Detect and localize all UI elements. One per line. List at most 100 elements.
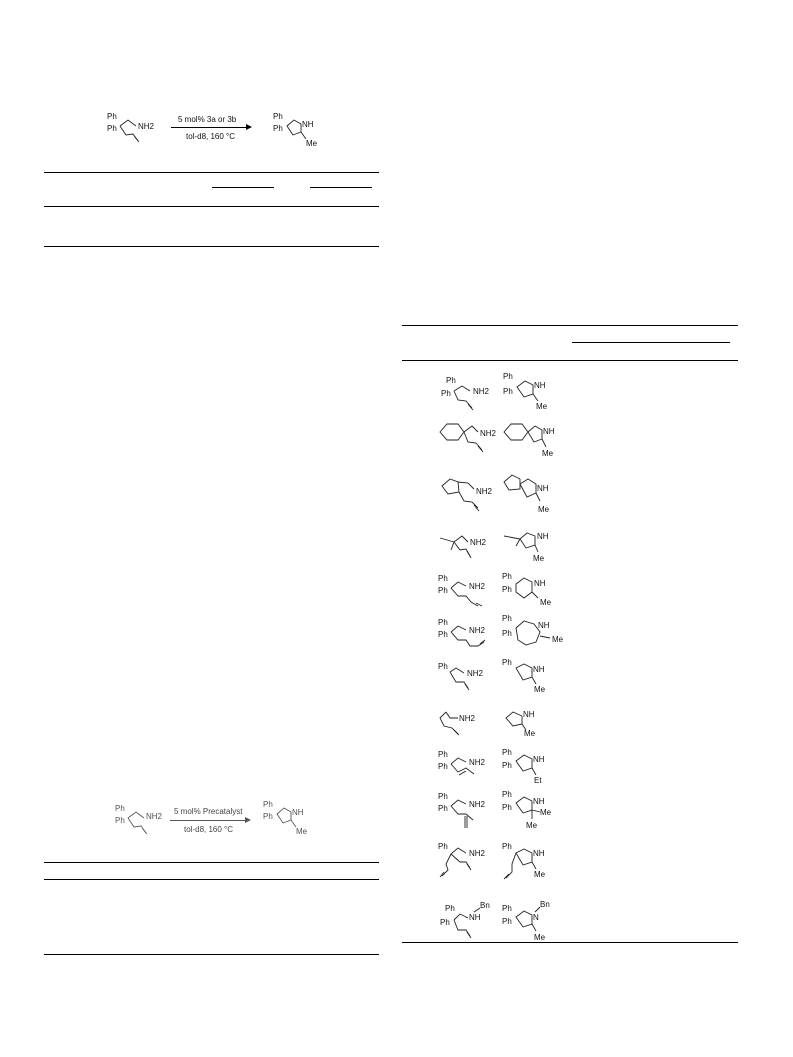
t2r9-prod-et: Et [534,776,542,785]
t2r10-sub-nh2: NH2 [469,800,486,809]
t2-row12-substrate: Ph Ph NH Bn [440,901,490,939]
t2r8-sub-nh2: NH2 [459,714,476,723]
t2-row9-product: Ph Ph NH Et [502,748,545,785]
t2-row6-product: Ph Ph NH Me [502,614,564,646]
t2r5-sub-ph2: Ph [438,586,448,595]
scheme2-product-structure: Ph Ph NH Me [263,800,308,836]
t2r12-prod-n: N [533,913,539,922]
t2r2-prod-me: Me [542,449,554,458]
t2r11-sub-nh2: NH2 [469,849,486,858]
table2-top-rule [402,325,738,326]
t2r12-prod-ph2: Ph [502,917,512,926]
t2r9-sub-ph1: Ph [438,750,448,759]
t2-row12-product: Ph Ph N Bn Me [502,900,550,942]
t2r5-sub-nh2: NH2 [469,582,486,591]
t2r10-sub-ph1: Ph [438,792,448,801]
t2r1-sub-ph1: Ph [446,376,456,385]
t2-row1-product: Ph Ph NH Me [503,372,548,411]
table1-spanner-3b [310,187,372,188]
scheme2-sub-ph1: Ph [115,804,125,813]
table3-bottom-rule [44,954,379,955]
t2r4-prod-me: Me [533,554,545,563]
t2r6-sub-ph1: Ph [438,618,448,627]
scheme2-sub-ph2: Ph [115,816,125,825]
t2-row10-product: Ph Ph NH Me Me [502,790,552,830]
scheme1-substrate-structure: Ph Ph NH2 [107,112,155,143]
t2-row5-substrate: Ph Ph NH2 [438,574,486,607]
scheme1-conditions: tol-d8, 160 °C [186,132,236,141]
t2r10-prod-me2: Me [526,821,538,830]
t2r12-sub-ph2: Ph [440,918,450,927]
scheme1-reagent: 5 mol% 3a or 3b [178,115,237,124]
table2-header-rule [402,360,738,361]
t2r12-prod-bn: Bn [540,900,550,909]
t2r3-prod-nh: NH [537,484,549,493]
t2r2-prod-nh: NH [543,427,555,436]
t2r2-sub-nh2: NH2 [480,429,497,438]
scheme2-arrow-head [245,817,251,823]
t2r9-prod-nh: NH [533,755,545,764]
table1-top-rule [44,172,379,173]
t2r6-prod-ph2: Ph [502,629,512,638]
table1-header-rule [44,206,379,207]
t2-row2-substrate: NH2 [439,423,497,453]
t2r11-prod-nh: NH [533,849,545,858]
t2r5-prod-ph2: Ph [502,585,512,594]
table2-bottom-rule [402,942,738,943]
scheme1-arrow-line [171,127,247,128]
t2r1-sub-nh2: NH2 [473,387,490,396]
t2r5-sub-ph1: Ph [438,574,448,583]
t2r4-sub-nh2: NH2 [470,538,487,547]
t2r10-sub-ph2: Ph [438,804,448,813]
t2r1-prod-me: Me [536,402,548,411]
t2-row3-product: NH Me [503,474,550,514]
t2-row3-substrate: NH2 [441,478,493,512]
t2r9-prod-ph2: Ph [502,761,512,770]
t2r10-prod-ph2: Ph [502,803,512,812]
table2-spanner [572,342,730,343]
scheme2-conditions: tol-d8, 160 °C [184,825,234,834]
t2r10-prod-me1: Me [540,808,552,817]
table3-top-rule [44,862,379,863]
t2-row6-substrate: Ph Ph NH2 [438,618,486,647]
t2r5-prod-me: Me [540,598,552,607]
t2-row11-product: Ph NH Me [502,842,546,880]
t2r3-prod-me: Me [538,505,550,514]
t2r11-prod-me: Me [534,870,546,879]
t2-row9-substrate: Ph Ph NH2 [438,750,486,776]
t2r7-sub-nh2: NH2 [467,669,484,678]
t2-row1-substrate: Ph Ph NH2 [441,376,490,411]
t2r4-prod-nh: NH [537,532,549,541]
t2r8-prod-me: Me [524,729,536,738]
t2-row2-product: NH Me [503,423,555,458]
table1-bottom-rule [44,246,379,247]
t2r7-prod-me: Me [534,685,546,694]
t2r12-sub-nh: NH [469,913,481,922]
t2-row4-product: NH Me [503,532,549,563]
t2r9-prod-ph1: Ph [502,748,512,757]
t2-row11-substrate: Ph NH2 [438,842,486,878]
scheme1-prod-me: Me [306,139,318,148]
table3-header-rule [44,879,379,880]
t2r9-sub-ph2: Ph [438,762,448,771]
t2r6-prod-nh: NH [538,621,550,630]
scheme2-prod-ph1: Ph [263,800,273,809]
t2r9-sub-nh2: NH2 [469,758,486,767]
scheme1-sub-ph2: Ph [107,124,117,133]
t2r12-prod-ph1: Ph [502,904,512,913]
t2r5-prod-nh: NH [534,579,546,588]
t2r11-sub-ph: Ph [438,842,448,851]
scheme2-prod-ph2: Ph [263,812,273,821]
scheme2-prod-me: Me [296,827,308,836]
scheme1-sub-ph1: Ph [107,112,117,121]
t2r8-prod-nh: NH [523,710,535,719]
t2r7-sub-ph: Ph [438,662,448,671]
t2r7-prod-ph: Ph [502,658,512,667]
t2-row4-substrate: NH2 [439,535,487,559]
scheme1-arrow-head [246,124,252,130]
t2r12-sub-bn: Bn [480,901,490,910]
t2r6-sub-ph2: Ph [438,630,448,639]
t2r6-prod-me: Me [552,635,564,644]
t2r1-sub-ph2: Ph [441,389,451,398]
t2-row5-product: Ph Ph NH Me [502,572,552,607]
